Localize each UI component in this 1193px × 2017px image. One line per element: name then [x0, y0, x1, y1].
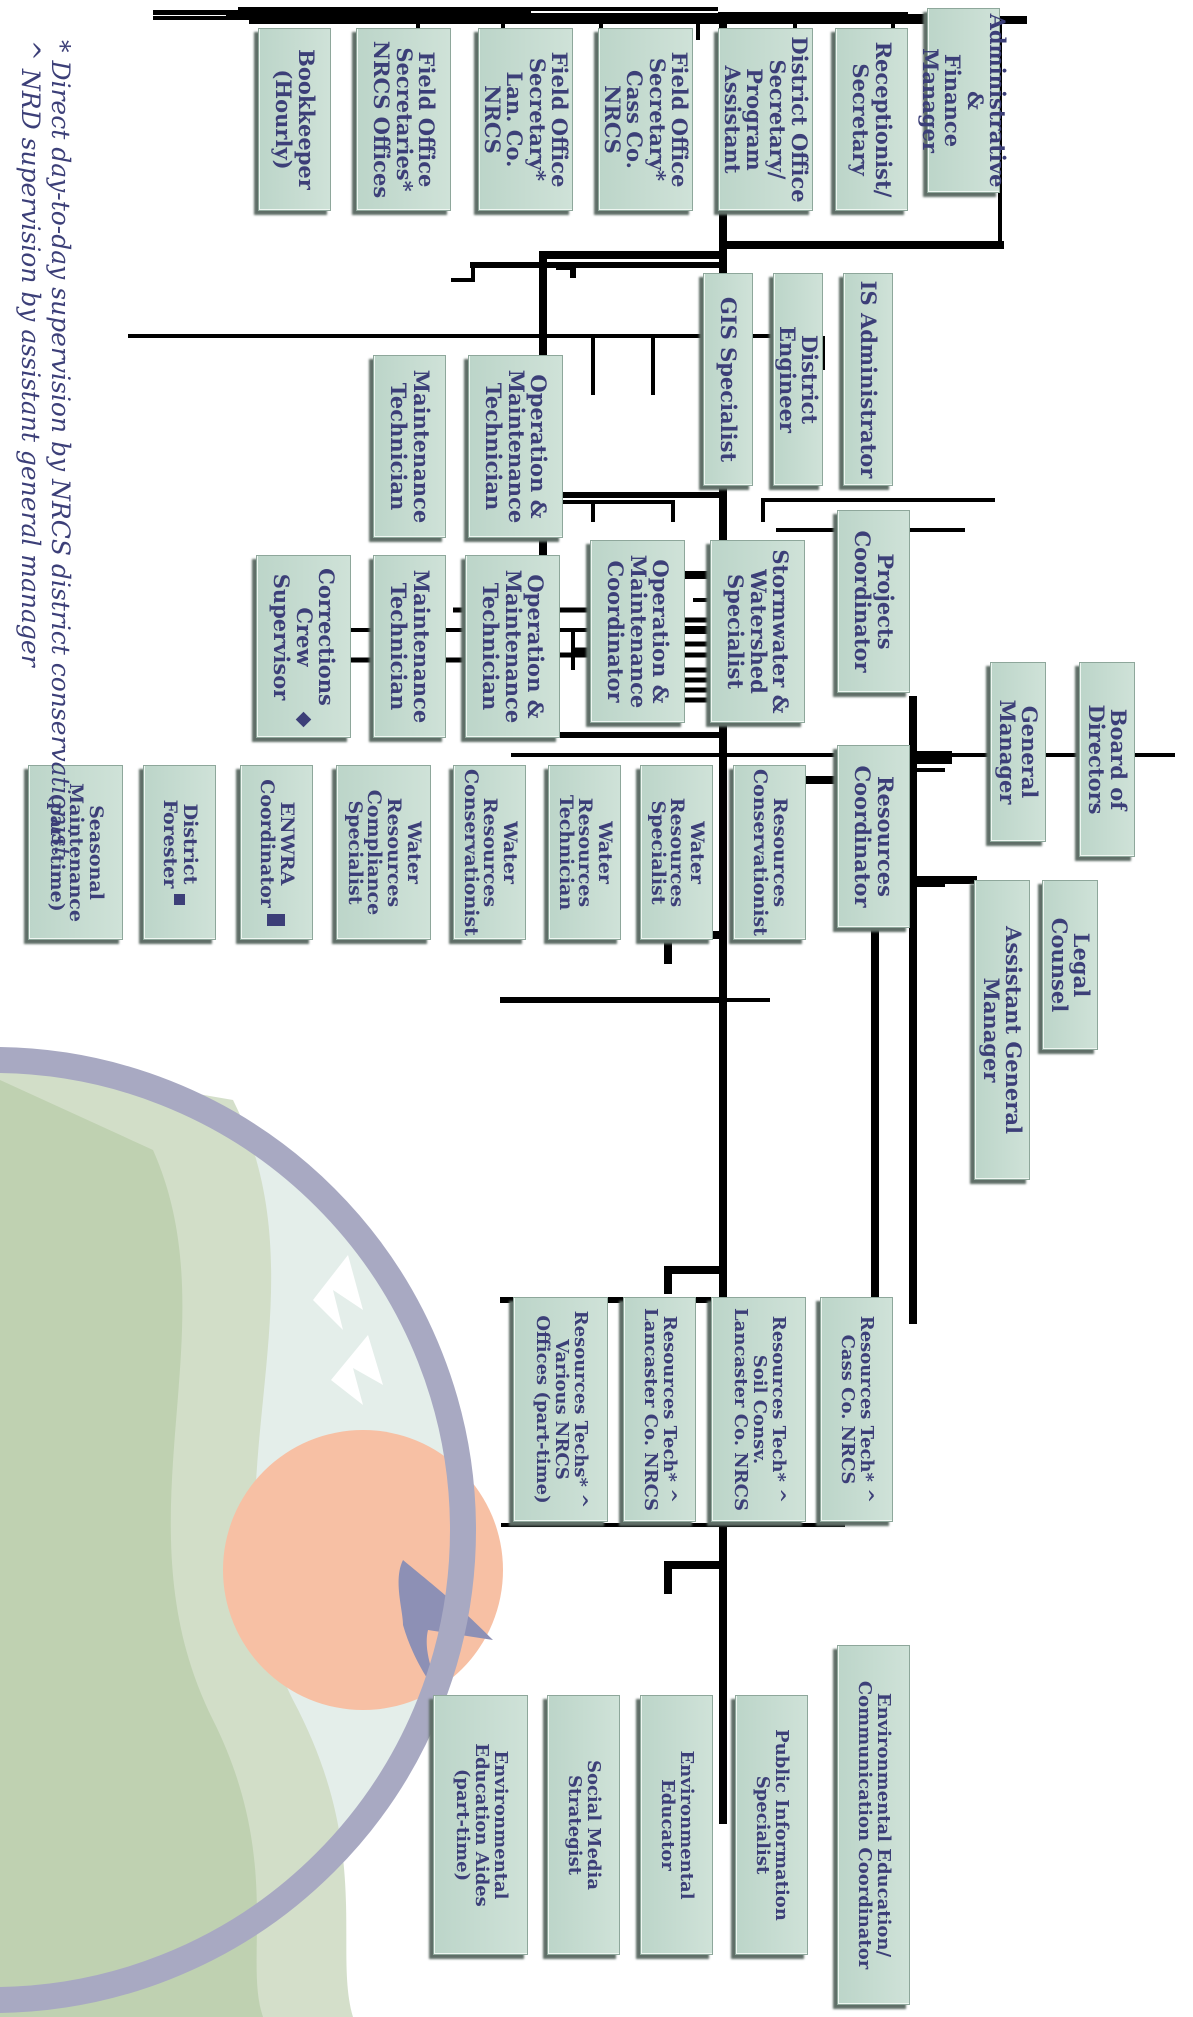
maintenance-technician-a-box: Maintenance Technician [373, 355, 446, 538]
gis-specialist-box: GIS Specialist [703, 273, 753, 486]
water-resources-technician-box: Water Resources Technician [548, 765, 621, 940]
om-technician-b-box: Operation & Maintenance Technician [465, 555, 560, 738]
om-coordinator-box: Operation & Maintenance Coordinator [590, 540, 685, 723]
enwra-coordinator-box: ENWRA Coordinator [240, 765, 313, 940]
maintenance-technician-b-box: Maintenance Technician [373, 555, 446, 738]
district-forester-label: District Forester [159, 799, 202, 889]
admin-finance-manager-box: Administrative & Finance Manager [918, 8, 1010, 193]
is-administrator-box: IS Administrator [843, 273, 893, 486]
water-resources-compliance-box: Water Resources Compliance Specialist [336, 765, 431, 940]
resources-conservationist-box: Resources Conservationist [733, 765, 806, 940]
footnote-nrd-supervision: ^ NRD supervision by assistant general m… [16, 40, 46, 667]
public-information-box: Public Information Specialist [735, 1695, 808, 1955]
field-office-cass-box: Field Office Secretary* Cass Co. NRCS [598, 28, 693, 211]
receptionist-box: Receptionist/ Secretary [835, 28, 908, 211]
resources-tech-lancaster-box: Resources Tech* ^ Lancaster Co. NRCS [623, 1297, 696, 1522]
footnote-direct-supervision: * Direct day-to-day supervision by NRCS … [46, 40, 75, 857]
footnotes: * Direct day-to-day supervision by NRCS … [16, 40, 76, 1240]
square-marker-icon [267, 913, 286, 926]
enwra-coordinator-label: ENWRA Coordinator [256, 779, 299, 908]
environmental-educator-box: Environmental Educator [640, 1695, 713, 1955]
field-office-lan-box: Field Office Secretary* Lan. Co. NRCS [478, 28, 573, 211]
resources-tech-soil-lancaster-box: Resources Tech* ^ Soil Consv. Lancaster … [711, 1297, 806, 1522]
district-forester-box: District Forester [143, 765, 216, 940]
board-of-directors-box: Board of Directors [1079, 662, 1135, 857]
district-office-secretary-box: District Office Secretary/ Program Assis… [718, 28, 813, 211]
resources-coordinator-box: Resources Coordinator [837, 745, 910, 928]
nrd-logo-watermark [0, 1047, 503, 2017]
assistant-general-manager-box: Assistant General Manager [974, 880, 1030, 1180]
resources-techs-various-box: Resources Techs* ^ Various NRCS Offices … [513, 1297, 608, 1522]
resources-tech-cass-box: Resources Tech* ^ Cass Co. NRCS [820, 1297, 893, 1522]
bookkeeper-box: Bookkeeper (Hourly) [258, 28, 331, 211]
corrections-supervisor-box: Corrections Crew Supervisor [256, 555, 351, 738]
square-marker-icon [174, 894, 185, 906]
field-office-nrcs-box: Field Office Secretaries* NRCS Offices [356, 28, 451, 211]
district-engineer-box: District Engineer [773, 273, 823, 486]
water-resources-specialist-box: Water Resources Specialist [640, 765, 713, 940]
projects-coordinator-box: Projects Coordinator [837, 510, 910, 693]
ee-coordinator-box: Environmental Education/ Communication C… [837, 1645, 910, 2005]
ee-aides-box: Environmental Education Aides (part-time… [433, 1695, 528, 1955]
om-technician-a-box: Operation & Maintenance Technician [468, 355, 563, 538]
diamond-marker-icon [295, 711, 312, 728]
legal-counsel-box: Legal Counsel [1042, 880, 1098, 1050]
water-resources-conservationist-box: Water Resources Conservationist [453, 765, 526, 940]
general-manager-box: General Manager [990, 662, 1046, 842]
stormwater-specialist-box: Stormwater & Watershed Specialist [710, 540, 805, 723]
corrections-supervisor-label: Corrections Crew Supervisor [269, 568, 339, 706]
social-media-box: Social Media Strategist [547, 1695, 620, 1955]
